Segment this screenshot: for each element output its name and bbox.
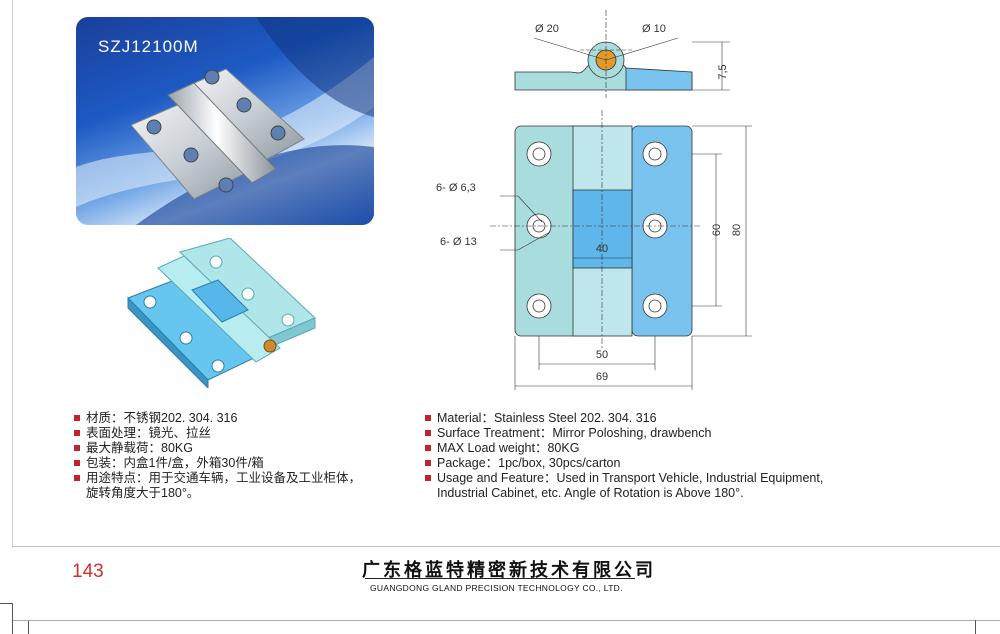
specs-chinese: 材质：不锈钢202. 304. 316 表面处理：镜光、拉丝 最大静载荷：80K… <box>74 411 361 501</box>
spec-package-cn: 包装：内盒1件/盒，外箱30件/箱 <box>86 456 264 470</box>
hinge-3d-render <box>127 238 316 388</box>
crop-mark <box>975 620 976 634</box>
bullet <box>425 415 431 421</box>
spec-usage-en-line2: Industrial Cabinet, etc. Angle of Rotati… <box>437 486 744 500</box>
spec-package-en: Package：1pc/box, 30pcs/carton <box>437 456 621 470</box>
bullet <box>74 430 80 436</box>
bullet <box>74 445 80 451</box>
page-margin-line <box>12 0 13 548</box>
dim-h75: 7,5 <box>717 64 729 79</box>
company-underline <box>365 578 635 579</box>
crop-mark <box>0 603 12 604</box>
dim-40: 40 <box>596 243 608 255</box>
spec-usage-cn: 用途特点：用于交通车辆，工业设备及工业柜体， <box>86 471 362 485</box>
spec-surface-en: Surface Treatment：Mirror Poloshing, draw… <box>437 426 712 440</box>
product-model: SZJ12100M <box>98 37 199 56</box>
technical-drawing: Ø 20 Ø 10 7,5 6- Ø 6,3 6- Ø 13 40 60 80 … <box>436 10 752 390</box>
spec-material-cn: 材质：不锈钢202. 304. 316 <box>86 411 238 425</box>
hole <box>648 299 662 313</box>
spec-surface-cn: 表面处理：镜光、拉丝 <box>86 426 212 440</box>
spec-material-en: Material：Stainless Steel 202. 304. 316 <box>437 411 657 425</box>
company-name-english: GUANGDONG GLAND PRECISION TECHNOLOGY CO.… <box>370 583 623 593</box>
dim-holes-6-3: 6- Ø 6,3 <box>436 182 476 194</box>
product-photo: SZJ12100M <box>76 17 374 225</box>
bullet <box>425 430 431 436</box>
top-view-right <box>625 67 693 91</box>
dim-d20: Ø 20 <box>535 23 559 35</box>
mounting-holes <box>526 141 668 319</box>
specs-english: Material：Stainless Steel 202. 304. 316 S… <box>425 411 823 501</box>
dim-holes-13: 6- Ø 13 <box>440 236 477 248</box>
bullet <box>74 475 80 481</box>
dim-50: 50 <box>596 349 608 361</box>
bullet <box>74 460 80 466</box>
footer-rule <box>12 546 1000 547</box>
dim-d10: Ø 10 <box>642 23 666 35</box>
dim-60: 60 <box>711 224 723 236</box>
spec-usage-en: Usage and Feature：Used in Transport Vehi… <box>437 471 824 485</box>
spec-usage-cn-line2: 旋转角度大于180°。 <box>86 486 200 500</box>
bullet <box>425 460 431 466</box>
bullet <box>425 445 431 451</box>
hole <box>648 147 662 161</box>
spec-load-cn: 最大静载荷：80KG <box>86 441 193 455</box>
crop-mark <box>28 620 29 634</box>
hole <box>532 299 546 313</box>
bottom-trim-line <box>13 620 1000 621</box>
knuckle-middle <box>572 189 633 269</box>
page-number: 143 <box>72 561 104 582</box>
photo-hinge <box>130 68 305 200</box>
dim-69: 69 <box>596 371 608 383</box>
hole <box>532 147 546 161</box>
spec-load-en: MAX Load weight：80KG <box>437 441 580 455</box>
crop-mark <box>12 603 13 634</box>
bullet <box>425 475 431 481</box>
dim-80: 80 <box>731 224 743 236</box>
company-name-chinese: 广东格蓝特精密新技术有限公司 <box>362 560 656 581</box>
photo-background-swirl <box>76 17 374 225</box>
bullet <box>74 415 80 421</box>
